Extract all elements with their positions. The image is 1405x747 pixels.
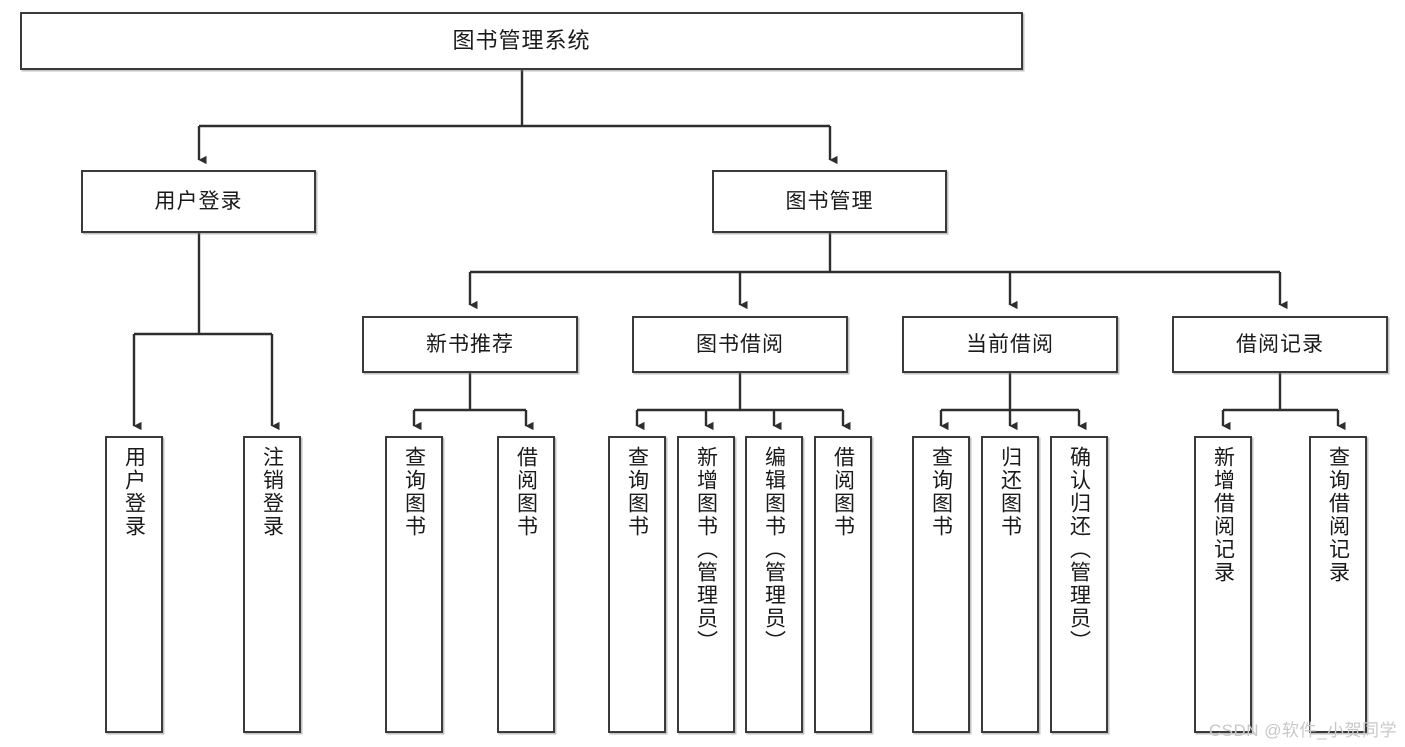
node-current-borrowing[interactable]: 当前借阅 [902,316,1118,373]
node-book-management[interactable]: 图书管理 [712,170,947,233]
node-new-book-recommendation[interactable]: 新书推荐 [362,316,578,373]
node-leaf-query-book-current[interactable]: 查询图书 [912,436,970,733]
node-label: 查询图书 [625,446,649,538]
node-label: 用户登录 [122,446,146,538]
node-label: 新书推荐 [426,332,514,356]
node-label: 查询图书 [402,446,426,538]
node-label: 新增图书（管理员） [694,446,718,653]
node-borrowing-records[interactable]: 借阅记录 [1172,316,1388,373]
node-label: 确认归还（管理员） [1067,446,1091,653]
node-leaf-return-book[interactable]: 归还图书 [981,436,1039,733]
node-leaf-borrow-book[interactable]: 借阅图书 [814,436,872,733]
node-label: 借阅图书 [831,446,855,538]
node-leaf-add-borrow-record[interactable]: 新增借阅记录 [1194,436,1252,733]
node-label: 归还图书 [998,446,1022,538]
node-label: 当前借阅 [966,332,1054,356]
node-label: 编辑图书（管理员） [762,446,786,653]
node-label: 图书借阅 [696,332,784,356]
node-leaf-borrow-book-recommendation[interactable]: 借阅图书 [497,436,555,733]
node-leaf-edit-book-admin[interactable]: 编辑图书（管理员） [745,436,803,733]
node-user-login[interactable]: 用户登录 [81,170,316,233]
node-leaf-add-book-admin[interactable]: 新增图书（管理员） [677,436,735,733]
node-leaf-query-book-recommendation[interactable]: 查询图书 [385,436,443,733]
node-label: 图书管理系统 [452,27,591,53]
node-leaf-query-book-borrow[interactable]: 查询图书 [608,436,666,733]
node-label: 查询图书 [929,446,953,538]
node-leaf-user-login[interactable]: 用户登录 [105,436,163,733]
node-label: 图书管理 [785,189,874,213]
node-label: 借阅记录 [1236,332,1324,356]
node-root-book-management-system[interactable]: 图书管理系统 [20,12,1023,70]
node-leaf-confirm-return-admin[interactable]: 确认归还（管理员） [1050,436,1108,733]
node-label: 注销登录 [260,446,284,538]
node-label: 借阅图书 [514,446,538,538]
node-book-borrowing[interactable]: 图书借阅 [632,316,848,373]
node-label: 用户登录 [154,189,243,213]
node-label: 新增借阅记录 [1211,446,1235,584]
node-leaf-query-borrow-record[interactable]: 查询借阅记录 [1309,436,1367,733]
node-label: 查询借阅记录 [1326,446,1350,584]
watermark: CSDN @软件_小贺同学 [1208,721,1397,740]
node-leaf-logout[interactable]: 注销登录 [243,436,301,733]
